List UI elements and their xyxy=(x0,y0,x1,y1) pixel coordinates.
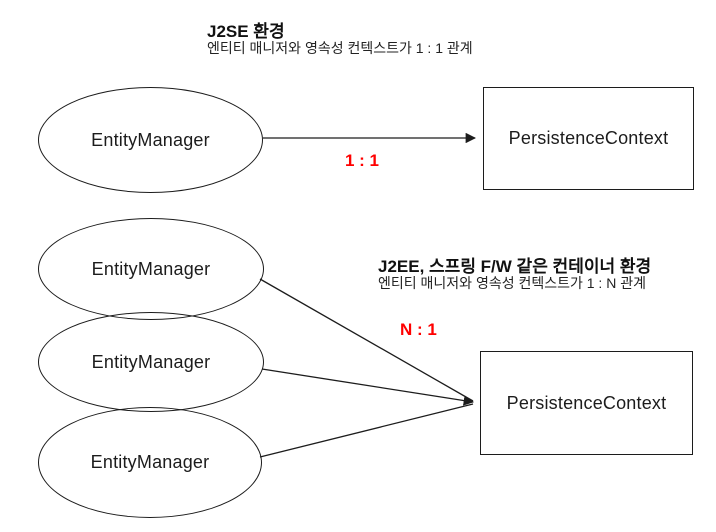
j2se-persistencecontext-label: PersistenceContext xyxy=(508,128,669,148)
j2ee-entitymanager-ellipse-1: EntityManager xyxy=(38,218,264,320)
j2se-persistencecontext-box: PersistenceContext xyxy=(483,87,694,190)
j2se-entitymanager-ellipse: EntityManager xyxy=(38,87,263,193)
j2ee-entitymanager-ellipse-2: EntityManager xyxy=(38,312,264,412)
arrow-j2ee-em3 xyxy=(259,403,474,458)
j2ee-subtitle: 엔티티 매니저와 영속성 컨텍스트가 1 : N 관계 xyxy=(378,275,646,291)
arrow-j2ee-em2 xyxy=(261,368,475,406)
j2se-entitymanager-label: EntityManager xyxy=(91,129,210,150)
j2ee-title: J2EE, 스프링 F/W 같은 컨테이너 환경 xyxy=(378,257,652,276)
j2ee-entitymanager-label-1: EntityManager xyxy=(91,258,211,279)
j2ee-entitymanager-label-3: EntityManager xyxy=(90,452,210,472)
j2ee-entitymanager-label-2: EntityManager xyxy=(91,351,211,372)
j2ee-relation-label: N : 1 xyxy=(400,320,437,339)
j2ee-persistencecontext-label: PersistenceContext xyxy=(506,392,667,413)
j2se-relation-label: 1 : 1 xyxy=(345,151,380,170)
j2ee-persistencecontext-box: PersistenceContext xyxy=(480,351,693,455)
j2se-title: J2SE 환경 xyxy=(207,22,285,41)
arrow-j2ee-em1 xyxy=(259,278,474,402)
j2ee-entitymanager-ellipse-3: EntityManager xyxy=(38,407,262,518)
j2se-subtitle: 엔티티 매니저와 영속성 컨텍스트가 1 : 1 관계 xyxy=(207,40,473,56)
